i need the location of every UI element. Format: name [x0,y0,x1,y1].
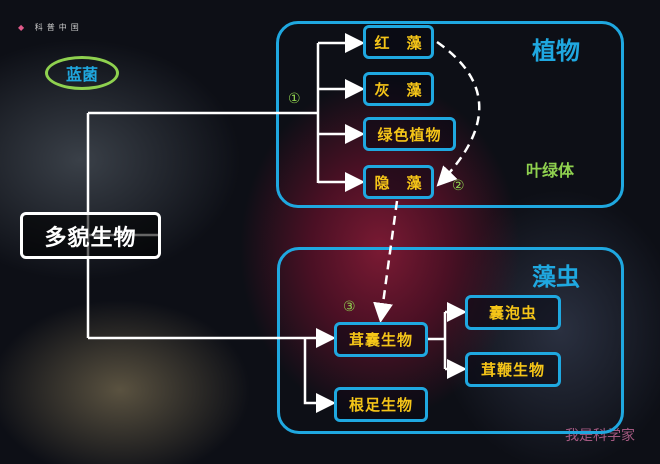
node-red-algae: 红 藻 [363,25,434,59]
watermark-logo-top-left: ◆ 科普中国 [18,23,83,32]
root-node: 多貌生物 [20,212,161,259]
root-label: 多貌生物 [44,225,137,251]
cyanobacteria-ellipse: 蓝菌 [45,56,119,90]
connector-root [86,43,320,338]
node-alveolata: 囊泡虫 [465,295,561,330]
alveolates-title: 藻虫 [532,263,580,291]
cyanobacteria-label: 蓝菌 [65,65,98,84]
node-cryptophytes: 隐 藻 [363,165,434,199]
node-glaucophytes: 灰 藻 [363,72,434,106]
chloroplast-label: 叶绿体 [526,161,575,180]
connector-sub [427,312,447,369]
node-green-plants: 绿色植物 [363,117,456,151]
marker-3: ③ [343,299,356,315]
alveolates-group [277,247,624,434]
node-haptophytes: 茸囊生物 [334,322,428,357]
plants-title: 植物 [532,37,580,65]
arrow-rhizaria [303,338,336,413]
watermark-text: 科普中国 [34,23,83,32]
node-rhizaria: 根足生物 [334,387,428,422]
node-stramenopiles: 茸鞭生物 [465,352,561,387]
marker-1: ① [288,91,301,107]
dashed-endosymbiosis-2 [436,40,481,187]
plants-group [276,21,624,208]
dashed-endosymbiosis-3 [373,200,399,323]
marker-2: ② [452,178,465,194]
